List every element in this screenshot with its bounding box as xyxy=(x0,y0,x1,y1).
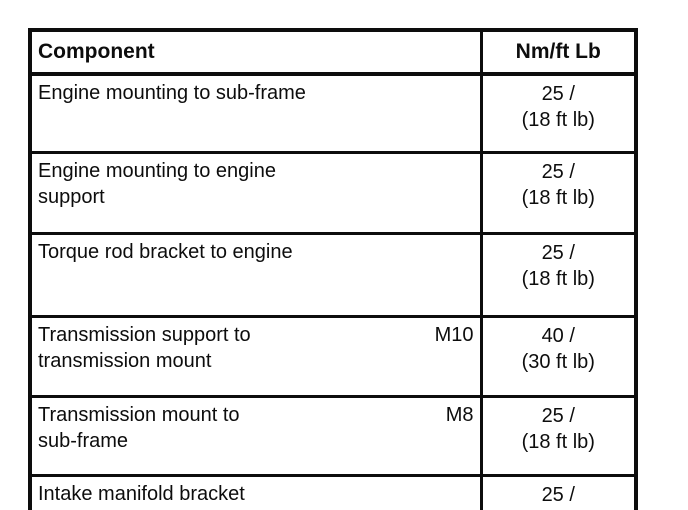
torque-nm-value: 25 / xyxy=(541,484,575,506)
torque-cell: 25 / (18 ft lb) xyxy=(479,395,638,477)
component-name: Engine mounting to sub-frame xyxy=(38,82,306,104)
torque-nm-value: 25 / xyxy=(541,83,575,105)
table-row: Intake manifold bracket 25 / (18 ft lb) xyxy=(28,474,638,510)
torque-ftlb-value: (18 ft lb) xyxy=(521,187,595,209)
torque-spec-table: Component Nm/ft Lb Engine mounting to su… xyxy=(28,28,638,510)
component-name-line2: support xyxy=(38,186,105,208)
torque-nm-value: 25 / xyxy=(541,161,575,183)
component-name: Transmission mount to xyxy=(38,404,240,426)
component-name: Engine mounting to engine xyxy=(38,160,276,182)
torque-cell: 25 / (18 ft lb) xyxy=(479,232,638,318)
torque-ftlb-value: (18 ft lb) xyxy=(521,431,595,453)
component-cell: Torque rod bracket to engine xyxy=(28,232,483,318)
torque-cell: 25 / (18 ft lb) xyxy=(479,474,638,510)
torque-ftlb-value: (30 ft lb) xyxy=(521,351,595,373)
table-row: Engine mounting to engine support 25 / (… xyxy=(28,151,638,235)
torque-cell: 25 / (18 ft lb) xyxy=(479,72,638,154)
table-header-row: Component Nm/ft Lb xyxy=(28,28,638,76)
bolt-size: M10 xyxy=(434,324,474,346)
torque-nm-value: 25 / xyxy=(541,242,575,264)
torque-ftlb-value: (18 ft lb) xyxy=(521,268,595,290)
component-name: Transmission support to xyxy=(38,324,251,346)
component-cell: Intake manifold bracket xyxy=(28,474,483,510)
component-cell: Transmission mount to M8 sub-frame xyxy=(28,395,483,477)
table-row: Transmission support to M10 transmission … xyxy=(28,315,638,398)
table-row: Torque rod bracket to engine 25 / (18 ft… xyxy=(28,232,638,318)
table-row: Engine mounting to sub-frame 25 / (18 ft… xyxy=(28,72,638,154)
component-name: Torque rod bracket to engine xyxy=(38,241,293,263)
bolt-size: M8 xyxy=(445,404,474,426)
component-cell: Engine mounting to engine support xyxy=(28,151,483,235)
torque-ftlb-value: (18 ft lb) xyxy=(521,109,595,131)
table-row: Transmission mount to M8 sub-frame 25 / (… xyxy=(28,395,638,477)
torque-cell: 40 / (30 ft lb) xyxy=(479,315,638,398)
component-cell: Transmission support to M10 transmission … xyxy=(28,315,483,398)
column-header-component: Component xyxy=(28,28,483,76)
torque-nm-value: 25 / xyxy=(541,405,575,427)
component-cell: Engine mounting to sub-frame xyxy=(28,72,483,154)
component-name-line2: transmission mount xyxy=(38,350,212,372)
component-name-line2: sub-frame xyxy=(38,430,129,452)
component-name: Intake manifold bracket xyxy=(38,483,245,505)
torque-cell: 25 / (18 ft lb) xyxy=(479,151,638,235)
torque-nm-value: 40 / xyxy=(541,325,575,347)
column-header-torque: Nm/ft Lb xyxy=(479,28,638,76)
